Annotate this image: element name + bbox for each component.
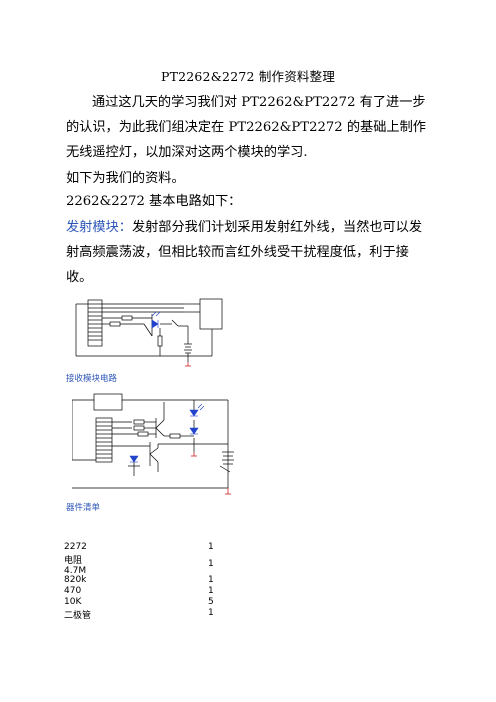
ground-symbols	[191, 452, 231, 495]
transmitter-text: 发射部分我们计划采用发射红外线，当然也可以发射高频震荡波，但相比较而言红外线受干…	[66, 220, 423, 285]
bom-item-qty: 1	[208, 559, 214, 569]
bom-item-name: 二极管	[64, 611, 92, 621]
resistor-r3	[157, 335, 163, 347]
bom-item-name: 2272	[64, 542, 87, 552]
bom-item-name-line2: 4.7M	[64, 566, 87, 576]
transmitter-paragraph: 发射模块：发射部分我们计划采用发射红外线，当然也可以发射高频震荡波，但相比较而言…	[66, 215, 426, 290]
led-symbols	[129, 403, 205, 463]
data-intro-line: 如下为我们的资料。	[66, 171, 185, 186]
page-title: PT2262&2272 制作资料整理	[160, 69, 336, 84]
resistor-r7	[169, 433, 181, 439]
pt2272-chip	[95, 417, 113, 463]
bom-item-qty: 1	[208, 542, 214, 552]
resistor-r1	[121, 315, 133, 321]
bom-item-qty: 1	[208, 608, 214, 618]
receiver-module	[93, 393, 123, 411]
pt2262-chip	[87, 299, 103, 347]
bom-item-qty: 1	[208, 586, 214, 596]
receiver-circuit-diagram	[72, 393, 234, 495]
intro-paragraph: 通过这几天的学习我们对 PT2262&PT2272 有了进一步的认识，为此我们组…	[66, 95, 426, 160]
resistor-r4	[133, 419, 145, 425]
bom-caption: 器件清单	[66, 503, 101, 513]
basic-circuit-heading: 2262&2272 基本电路如下：	[66, 194, 242, 209]
ground-symbol	[185, 362, 191, 367]
bom-item-name: 470	[64, 586, 82, 596]
resistor-r6	[137, 431, 149, 437]
resistor-r5	[133, 425, 145, 431]
receiver-caption: 接收模块电路	[66, 374, 118, 384]
bom-item-name: 10K	[64, 597, 82, 607]
bom-item-name: 820k	[64, 575, 87, 585]
transmitter-circuit-diagram	[75, 298, 223, 367]
ir-led-symbol	[151, 311, 161, 329]
resistor-r2	[109, 321, 121, 327]
transmitter-label: 发射模块：	[66, 220, 132, 235]
bom-item-qty: 5	[208, 597, 214, 607]
switch-block	[199, 298, 223, 330]
bom-item-name-line1: 电阻	[64, 556, 83, 566]
bom-item-qty: 1	[208, 575, 214, 585]
